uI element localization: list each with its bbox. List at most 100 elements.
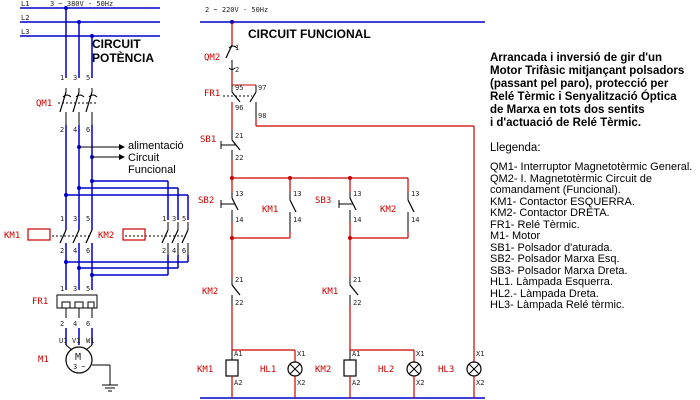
svg-text:21: 21 xyxy=(353,276,361,284)
sb3-start-right-button xyxy=(338,192,357,222)
svg-text:A2: A2 xyxy=(352,379,360,387)
svg-text:97: 97 xyxy=(258,84,266,92)
fr1-power-label: FR1 xyxy=(32,297,48,307)
description-title-line-5: de Marxa en tots dos sentits xyxy=(490,104,645,116)
motor-m1: M 3 ~ xyxy=(65,344,118,392)
svg-text:14: 14 xyxy=(235,216,243,224)
svg-text:V1: V1 xyxy=(72,337,80,345)
svg-text:96: 96 xyxy=(235,104,243,112)
sb2-label: SB2 xyxy=(198,196,214,206)
power-circuit-title-line2: POTÈNCIA xyxy=(92,50,154,65)
svg-text:6: 6 xyxy=(86,320,90,328)
svg-text:5: 5 xyxy=(86,285,90,293)
svg-text:1: 1 xyxy=(235,44,239,52)
qm2-label: QM2 xyxy=(204,53,220,63)
km2-aux-contact xyxy=(407,192,415,232)
sb2-start-left-button xyxy=(220,192,239,222)
km1-aux-label: KM1 xyxy=(262,205,278,215)
km1-interlock-contact xyxy=(349,278,359,305)
fr1-aux-contacts xyxy=(223,84,475,355)
km2-contacts xyxy=(122,222,189,255)
hl3-lamp xyxy=(466,355,482,398)
km2-coil xyxy=(343,350,357,398)
fr1-thermal-relay xyxy=(56,294,98,318)
svg-text:6: 6 xyxy=(182,247,186,255)
km1-aux-contact xyxy=(289,192,297,232)
svg-text:5: 5 xyxy=(86,215,90,223)
legend-item: QM1- Interruptor Magnetotèrmic General. xyxy=(490,161,693,173)
svg-text:3: 3 xyxy=(73,285,77,293)
hl1-label: HL1 xyxy=(260,365,276,375)
svg-text:3: 3 xyxy=(172,215,176,223)
sb1-stop-button xyxy=(220,130,241,160)
svg-text:22: 22 xyxy=(235,299,243,307)
qm1-label: QM1 xyxy=(36,99,52,109)
annotation-line1: alimentació xyxy=(128,140,184,152)
svg-text:22: 22 xyxy=(235,154,243,162)
term-l3: L3 xyxy=(21,28,29,36)
hl2-label: HL2 xyxy=(378,365,394,375)
legend-title: Llegenda: xyxy=(490,142,541,154)
km1-contacts xyxy=(27,228,93,244)
legend-item: KM2- Contactor DRETA. xyxy=(490,207,610,219)
power-circuit-title-line1: CIRCUIT xyxy=(92,37,141,51)
km2-aux-label: KM2 xyxy=(380,205,396,215)
svg-text:3: 3 xyxy=(73,74,77,82)
legend-item: SB3- Polsador Marxa Dreta. xyxy=(490,264,628,277)
legend-item: KM1- Contactor ESQUERRA. xyxy=(490,195,635,208)
km2-interlock-label: KM2 xyxy=(202,287,218,297)
functional-circuit-title: CIRCUIT FUNCIONAL xyxy=(248,27,371,41)
km2-power-label: KM2 xyxy=(98,231,114,241)
svg-text:X2: X2 xyxy=(297,379,305,387)
svg-text:5: 5 xyxy=(86,74,90,82)
functional-circuit: 2 ~ 220V - 50Hz CIRCUIT FUNCIONAL 1 2 QM… xyxy=(197,6,485,399)
term-l2: L2 xyxy=(21,14,29,22)
km2-interlock-contact xyxy=(231,278,241,305)
sb1-label: SB1 xyxy=(200,135,216,145)
legend-item: HL1. Làmpada Esquerra. xyxy=(490,276,613,288)
svg-text:13: 13 xyxy=(411,190,419,198)
annotation-line3: Funcional xyxy=(128,164,176,176)
svg-text:A2: A2 xyxy=(234,379,242,387)
km1-coil-label: KM1 xyxy=(197,365,213,375)
svg-text:4: 4 xyxy=(73,247,77,255)
description-title-line-1: Arrancada i inversió de gir d'un xyxy=(490,52,663,64)
svg-text:22: 22 xyxy=(353,299,361,307)
svg-text:6: 6 xyxy=(86,247,90,255)
svg-text:2: 2 xyxy=(60,247,64,255)
svg-text:U1: U1 xyxy=(59,337,67,345)
svg-text:98: 98 xyxy=(258,112,266,120)
svg-text:13: 13 xyxy=(235,190,243,198)
legend-item: FR1- Relé Tèrmic. xyxy=(490,218,580,231)
fr1-ctrl-label: FR1 xyxy=(204,89,220,99)
qm1-breaker xyxy=(58,88,98,125)
svg-text:6: 6 xyxy=(86,126,90,134)
svg-text:14: 14 xyxy=(353,216,361,224)
hl2-lamp xyxy=(406,350,422,398)
svg-text:W1: W1 xyxy=(86,337,94,345)
svg-text:1: 1 xyxy=(60,215,64,223)
svg-text:1: 1 xyxy=(60,285,64,293)
legend-item: SB2- Polsador Marxa Esq. xyxy=(490,253,620,265)
svg-text:M: M xyxy=(75,352,81,363)
km1-power-label: KM1 xyxy=(4,231,20,241)
legend-item: SB1- Polsador d'aturada. xyxy=(490,241,613,254)
description-title-line-3: (passant pel paro), protecció per xyxy=(490,78,669,90)
svg-text:X1: X1 xyxy=(297,350,305,358)
svg-text:2: 2 xyxy=(235,66,239,74)
description-title-line-2: Motor Trifàsic mitjançant polsadors xyxy=(490,65,685,77)
svg-text:14: 14 xyxy=(293,216,301,224)
svg-text:X2: X2 xyxy=(476,379,484,387)
svg-text:2: 2 xyxy=(162,247,166,255)
svg-text:21: 21 xyxy=(235,276,243,284)
svg-text:14: 14 xyxy=(411,216,419,224)
km1-coil xyxy=(225,350,239,398)
svg-text:13: 13 xyxy=(293,190,301,198)
svg-text:3: 3 xyxy=(73,215,77,223)
svg-text:21: 21 xyxy=(235,132,243,140)
term-l1: L1 xyxy=(21,0,29,8)
svg-text:1: 1 xyxy=(60,74,64,82)
description-title-line-6: i d'actuació de Relé Tèrmic. xyxy=(490,117,642,129)
qm2-breaker xyxy=(225,44,238,72)
